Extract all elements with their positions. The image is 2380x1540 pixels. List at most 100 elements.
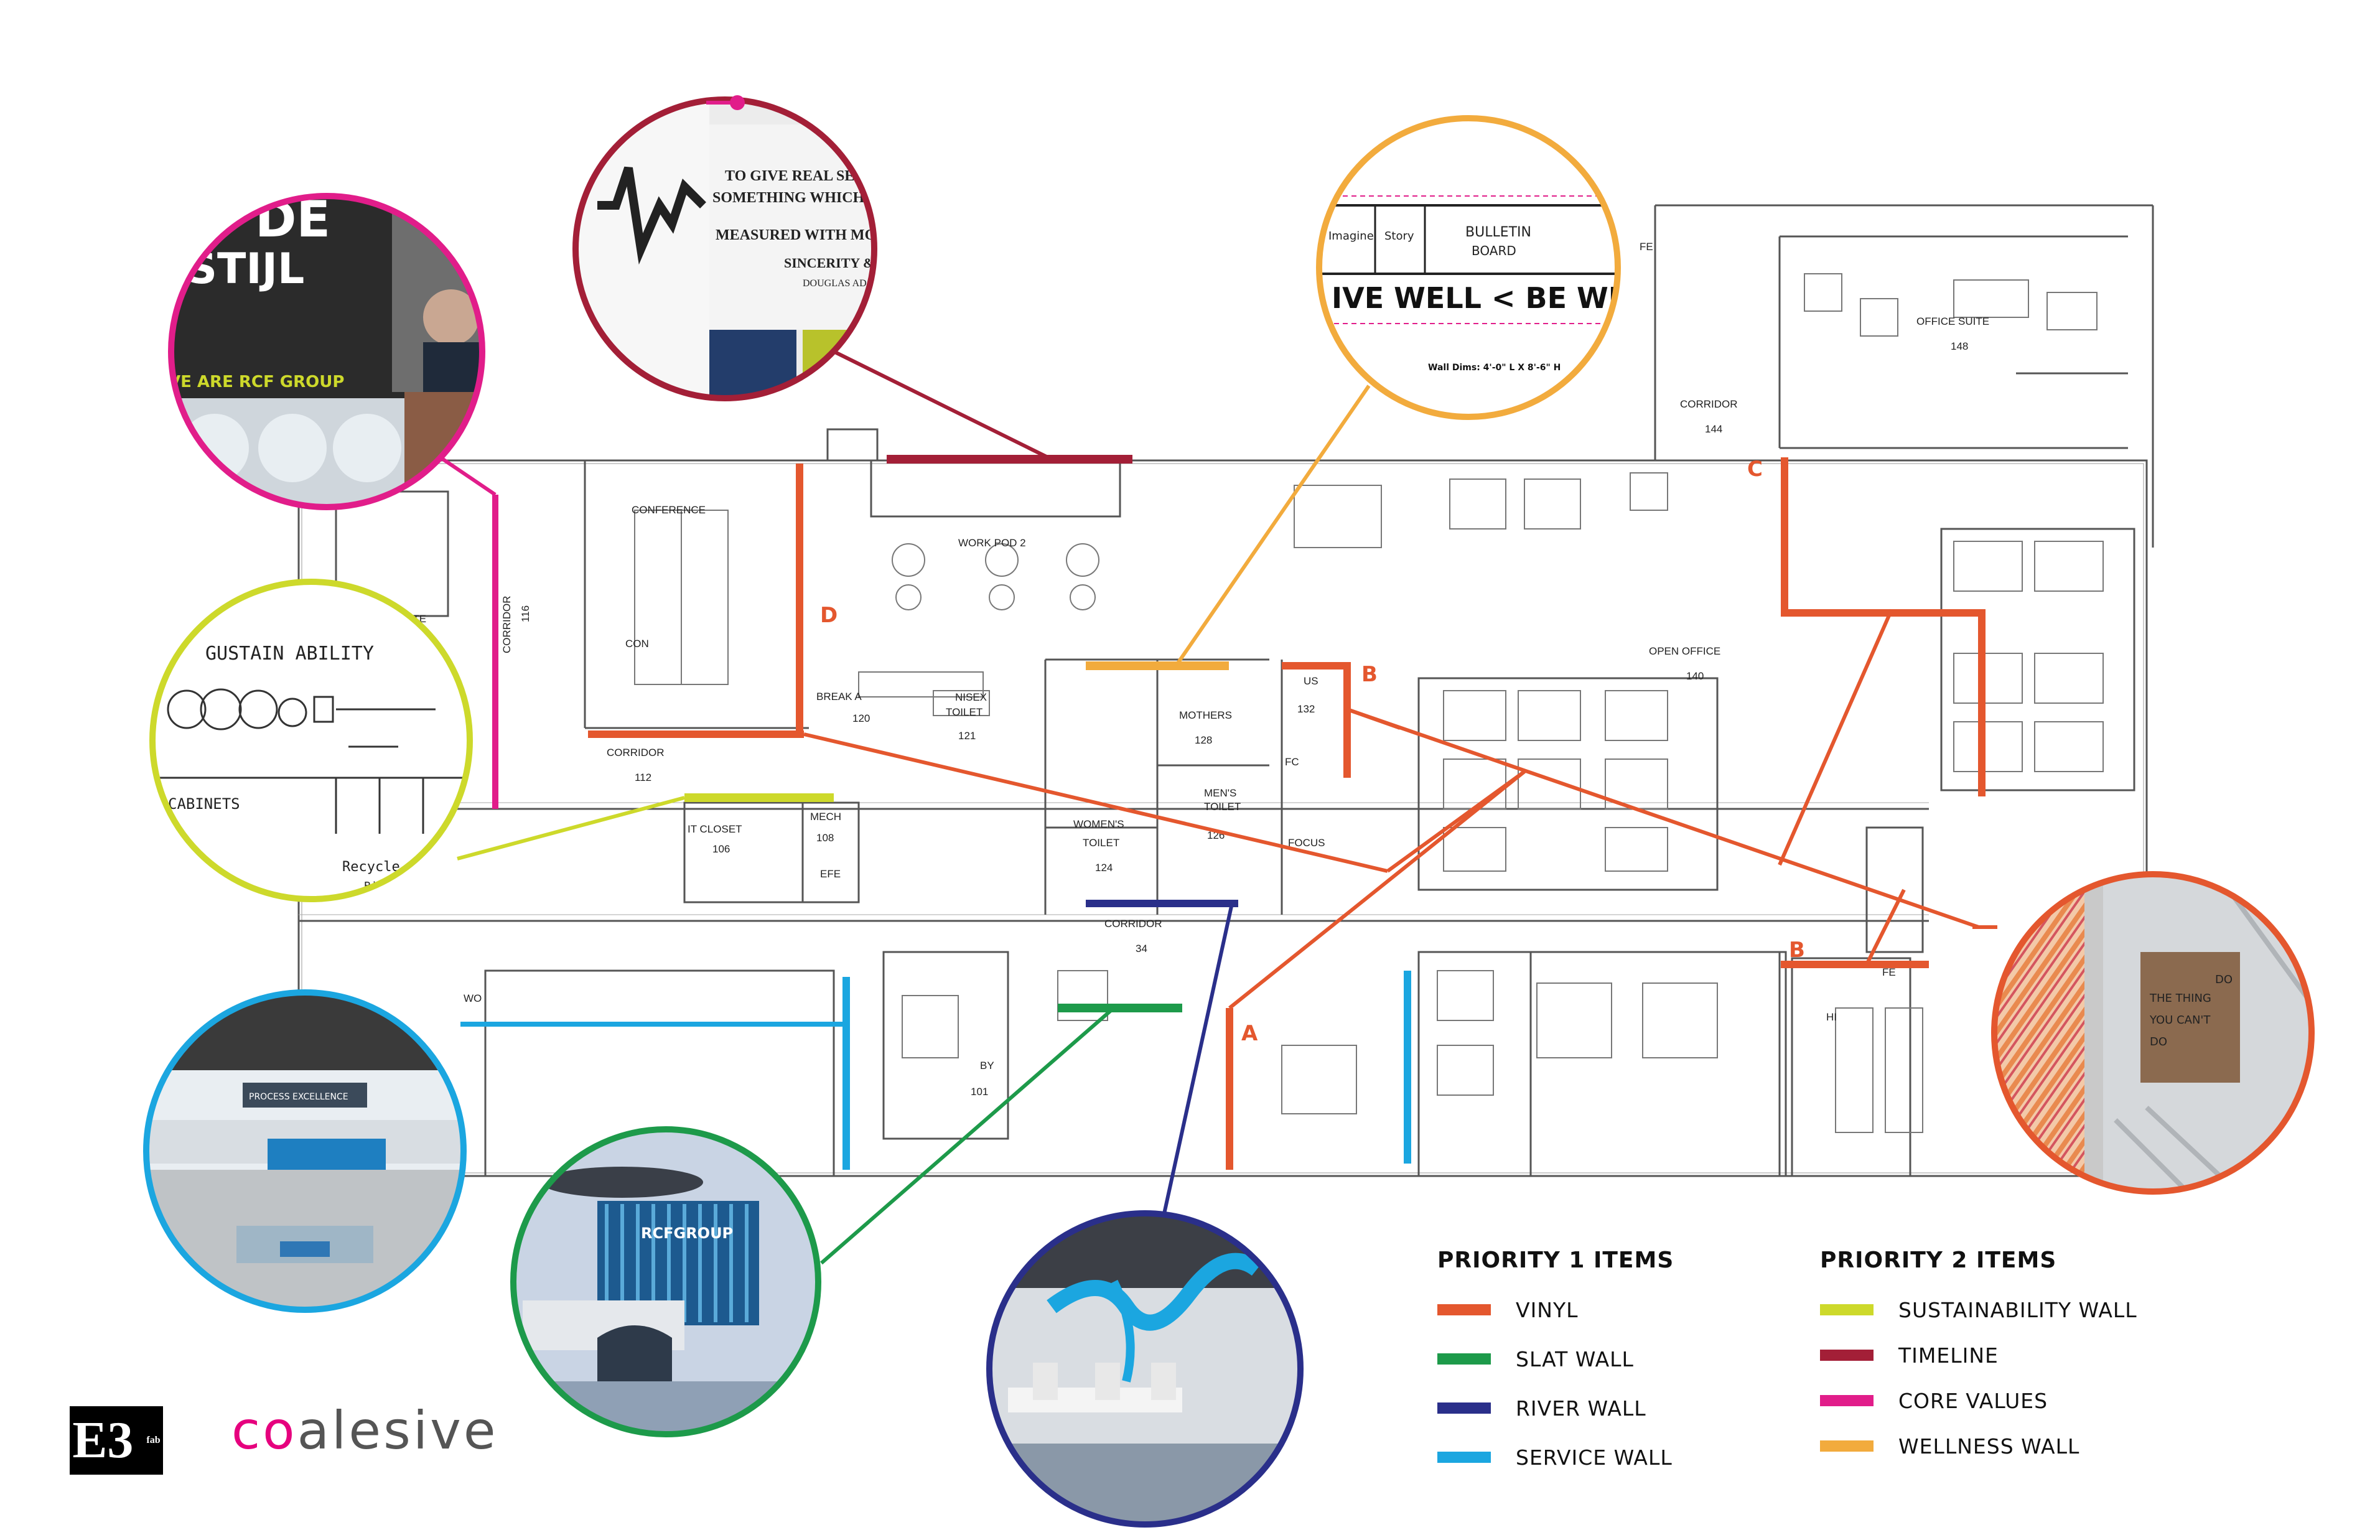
wellness-banner: IVE WELL < BE WE bbox=[1332, 281, 1628, 315]
timeline-wall bbox=[826, 347, 1132, 464]
room-label: TOILET bbox=[946, 706, 982, 718]
room-label: 108 bbox=[816, 832, 834, 844]
reception-sign: RCFGROUP bbox=[641, 1225, 733, 1242]
room-label: CON bbox=[625, 638, 649, 650]
room-label: 144 bbox=[1705, 423, 1722, 435]
legend-item-vinyl: VINYL bbox=[1437, 1297, 1579, 1322]
do-the-thing-4: DO bbox=[2150, 1035, 2167, 1048]
core-values-swatch bbox=[1820, 1395, 1874, 1406]
do-the-thing-1: DO bbox=[2215, 973, 2233, 986]
room-label: 128 bbox=[1195, 734, 1212, 746]
callout-river-wall bbox=[986, 1210, 1304, 1528]
vinyl-leader-lines bbox=[803, 609, 1997, 1010]
room-label: FE bbox=[1640, 241, 1653, 253]
room-label: 101 bbox=[971, 1086, 988, 1098]
timeline-quote-2: SOMETHING WHICH CANN bbox=[712, 190, 912, 206]
vinyl-walls bbox=[588, 457, 1986, 1170]
room-label: IT CLOSET bbox=[688, 823, 742, 835]
service-sign: PROCESS EXCELLENCE bbox=[249, 1092, 348, 1102]
room-label: 34 bbox=[1136, 943, 1147, 954]
callout-service-wall: PROCESS EXCELLENCE bbox=[143, 989, 467, 1313]
legend-label: SUSTAINABILITY WALL bbox=[1898, 1297, 2137, 1322]
wellness-tab-1: Imagine bbox=[1328, 230, 1374, 243]
sustainability-cabinets: CABINETS bbox=[168, 795, 240, 813]
room-label: CORRIDOR bbox=[607, 747, 665, 758]
e3-logo-sub: fab bbox=[146, 1435, 161, 1445]
legend-label: RIVER WALL bbox=[1516, 1396, 1646, 1421]
zone-letter-b-upper: B bbox=[1361, 662, 1378, 687]
core-values-wall bbox=[434, 452, 498, 809]
legend-item-service-wall: SERVICE WALL bbox=[1437, 1445, 1673, 1470]
legend-item-wellness-wall: WELLNESS WALL bbox=[1820, 1434, 2079, 1458]
sustainability-wall bbox=[457, 793, 834, 861]
sustainability-recycle: Recycle bbox=[342, 859, 400, 875]
zone-letter-a: A bbox=[1241, 1021, 1258, 1046]
room-label: BREAK A bbox=[816, 691, 862, 702]
room-label: FOCUS bbox=[1288, 837, 1325, 849]
zone-letter-d: D bbox=[820, 603, 838, 628]
legend-label: SLAT WALL bbox=[1516, 1346, 1634, 1371]
zone-letters: D B C B A bbox=[820, 457, 1805, 1046]
legend-label: VINYL bbox=[1516, 1297, 1579, 1322]
callout-wellness: Imagine Story BULLETIN BOARD IVE WELL < … bbox=[1316, 115, 1628, 420]
slat-wall bbox=[820, 1004, 1182, 1265]
sustainability-title: GUSTAIN ABILITY bbox=[205, 643, 374, 665]
service-wall-swatch bbox=[1437, 1452, 1491, 1463]
furniture bbox=[634, 273, 2104, 1133]
wellness-wall bbox=[1086, 385, 1371, 670]
zone-letter-b-lower: B bbox=[1789, 938, 1805, 963]
room-label: WO bbox=[464, 992, 482, 1004]
room-label: FE bbox=[1882, 966, 1896, 978]
legend-label: WELLNESS WALL bbox=[1898, 1434, 2080, 1458]
room-label: 116 bbox=[520, 605, 531, 622]
legend-item-river-wall: RIVER WALL bbox=[1437, 1396, 1646, 1421]
zone-letter-c: C bbox=[1747, 457, 1763, 482]
room-label: CORRIDOR bbox=[501, 595, 513, 653]
room-label: TOILET bbox=[1083, 837, 1119, 849]
e3-logo: E3 fab bbox=[70, 1406, 163, 1475]
room-label: MEN'S bbox=[1204, 787, 1236, 799]
callout-timeline: TO GIVE REAL SERVI SOMETHING WHICH CANN … bbox=[572, 95, 912, 401]
room-label: 140 bbox=[1686, 670, 1704, 682]
room-label: MOTHERS bbox=[1179, 709, 1232, 721]
legend-item-sustainability-wall: SUSTAINABILITY WALL bbox=[1820, 1297, 2137, 1322]
callout-vinyl: DO THE THING YOU CAN'T DO bbox=[1991, 871, 2315, 1195]
room-label: 112 bbox=[635, 772, 651, 783]
river-wall-swatch bbox=[1437, 1402, 1491, 1414]
do-the-thing-2: THE THING bbox=[2149, 992, 2211, 1005]
timeline-quote-3: MEASURED WITH MONE bbox=[716, 227, 897, 243]
timeline-quote-5: DOUGLAS ADA bbox=[803, 278, 874, 289]
legend-priority2-title: PRIORITY 2 ITEMS bbox=[1820, 1248, 2057, 1273]
wellness-tab-3b: BOARD bbox=[1472, 243, 1516, 258]
room-label: CORRIDOR bbox=[1680, 398, 1738, 410]
room-label: BY bbox=[980, 1060, 994, 1071]
slat-wall-swatch bbox=[1437, 1353, 1491, 1365]
river-wall bbox=[1086, 900, 1238, 1217]
room-label: US bbox=[1304, 675, 1318, 687]
legend-item-timeline: TIMELINE bbox=[1820, 1343, 1999, 1368]
vinyl-swatch bbox=[1437, 1304, 1491, 1315]
room-label: 124 bbox=[1095, 862, 1113, 874]
wellness-wall-swatch bbox=[1820, 1440, 1874, 1452]
room-label: 121 bbox=[958, 730, 976, 742]
wellness-tab-3: BULLETIN bbox=[1465, 225, 1531, 240]
room-label: CORRIDOR bbox=[1104, 918, 1162, 930]
service-walls bbox=[460, 971, 1411, 1170]
room-label: 132 bbox=[1297, 703, 1315, 715]
room-label: TOILET bbox=[1204, 801, 1241, 813]
callout-core-values: DE STIJL VE ARE RCF GROUP bbox=[168, 193, 485, 510]
room-label: OFFICE SUITE bbox=[1916, 315, 1989, 327]
room-label: CONFERENCE bbox=[632, 504, 706, 516]
coalesive-logo: coalesive bbox=[231, 1400, 498, 1461]
timeline-quote-4: SINCERITY & IN bbox=[784, 255, 893, 271]
room-label: NISEX bbox=[955, 691, 987, 703]
floor-plan-walls bbox=[297, 204, 2154, 1177]
callout-sustainability: GUSTAIN ABILITY CABINETS Recycle Bin bbox=[149, 579, 473, 902]
sustainability-wall-swatch bbox=[1820, 1304, 1874, 1315]
room-label: OPEN OFFICE bbox=[1649, 645, 1720, 657]
room-label: WORK POD 2 bbox=[958, 537, 1026, 549]
legend-priority1-title: PRIORITY 1 ITEMS bbox=[1437, 1248, 1674, 1273]
room-label: FC bbox=[1285, 756, 1299, 768]
de-stijl-banner: VE ARE RCF GROUP bbox=[168, 373, 344, 391]
